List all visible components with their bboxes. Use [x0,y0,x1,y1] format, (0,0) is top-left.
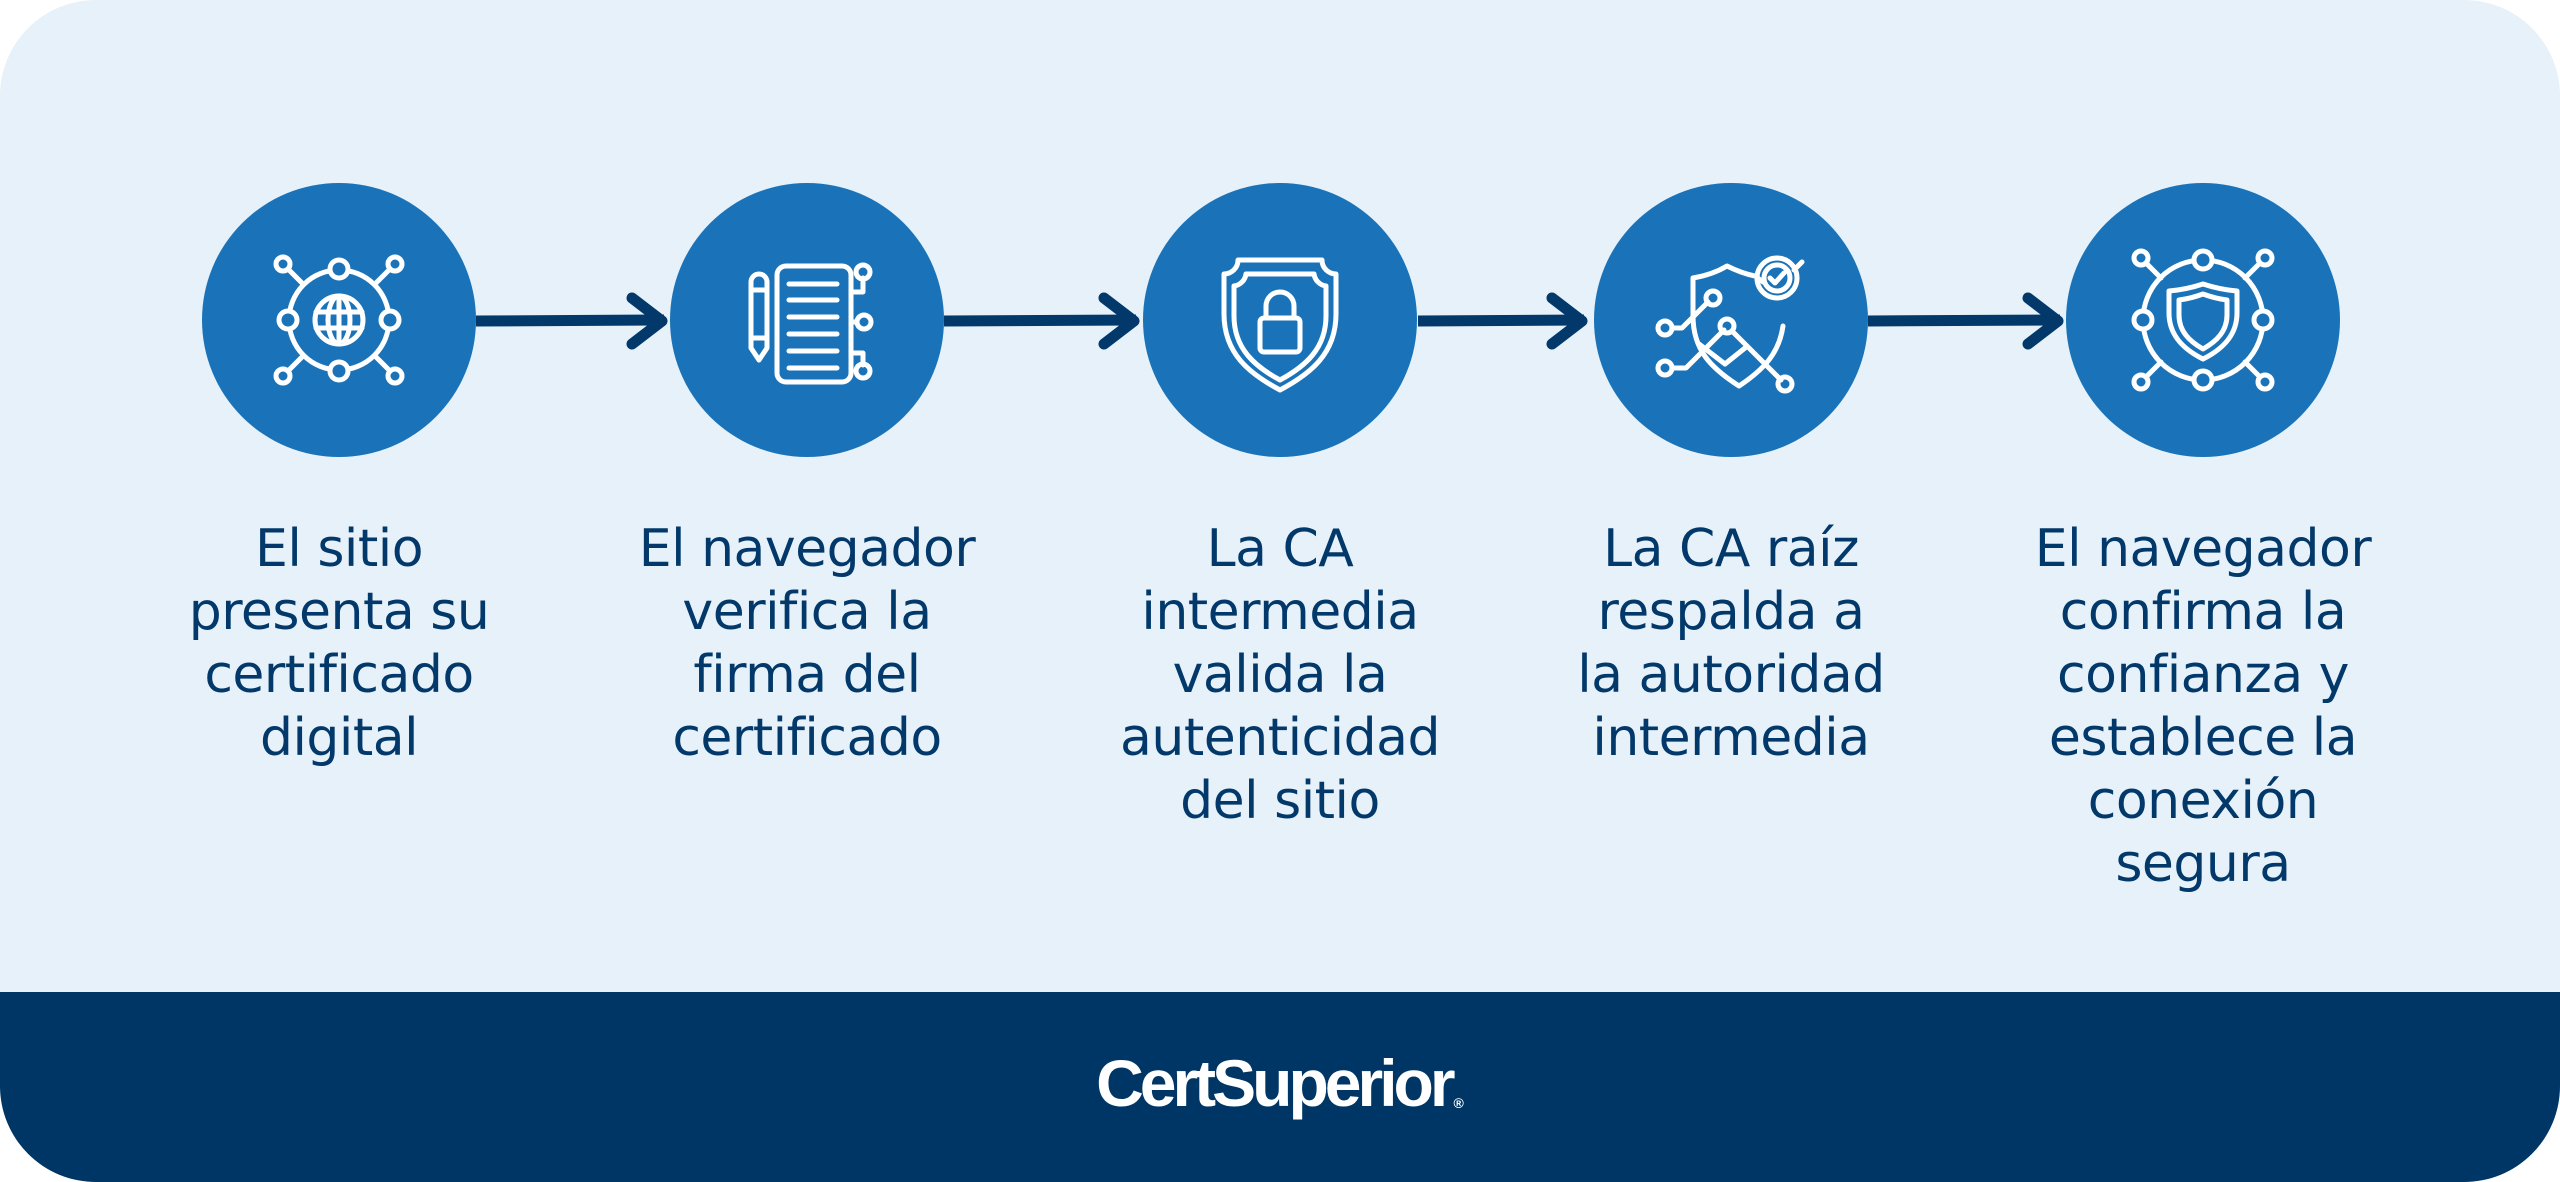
step-5-label-line: segura [2115,834,2291,894]
arrow-3-to-4 [1417,292,1588,351]
shield-lock-icon [1221,257,1339,393]
logo-text: CertSuperior [1096,1046,1455,1120]
step-3-label-line: del sitio [1180,771,1380,831]
globe-network-icon [273,254,405,386]
step-2-label-line: El navegador [638,519,976,579]
step-4-circle [1594,183,1868,457]
step-1-circle [202,183,476,457]
step-1-label-line: digital [259,708,419,768]
arrow-2-to-3 [943,292,1140,351]
step-5-label: El navegador confirma la confianza y est… [2013,518,2393,896]
arrow-right-icon [1867,292,2064,350]
arrow-right-icon [943,292,1140,350]
step-4-label-line: la autoridad [1577,645,1885,705]
step-5-label-line: conexión [2087,771,2319,831]
step-4-label-line: intermedia [1592,708,1870,768]
step-1-label-line: certificado [204,645,474,705]
pencil-document-icon [748,262,874,385]
arrow-4-to-5 [1867,292,2064,351]
arrow-right-icon [475,292,668,350]
certsuperior-logo: CertSuperior® [1096,1045,1464,1121]
shield-check-network-icon [1655,255,1805,394]
step-5-circle [2066,183,2340,457]
step-2-label-line: certificado [672,708,942,768]
step-3-label-line: autenticidad [1120,708,1440,768]
step-1-label-line: El sitio [254,519,424,579]
step-2-label-line: firma del [693,645,921,705]
certificate-chain-flow: El sitio presenta su certificado digital… [149,183,2393,896]
arrow-right-icon [1417,292,1588,350]
step-4-label-line: La CA raíz [1603,519,1859,579]
step-2-label-line: verifica la [682,582,932,642]
step-5-label-line: confirma la [2059,582,2347,642]
step-5-label-line: confianza y [2057,645,2349,705]
step-3-label-line: La CA [1206,519,1354,579]
step-3-label: La CA intermedia valida la autenticidad … [1090,518,1470,833]
step-3-label-line: intermedia [1141,582,1419,642]
step-2-label: El navegador verifica la firma del certi… [617,518,997,770]
step-5-label-line: establece la [2048,708,2358,768]
shield-network-icon [2131,248,2275,392]
registered-mark: ® [1453,1095,1464,1111]
step-3-circle [1143,183,1417,457]
step-4-label: La CA raíz respalda a la autoridad inter… [1541,518,1921,770]
footer-bar: CertSuperior® [0,992,2560,1182]
step-3-label-line: valida la [1172,645,1388,705]
step-4-label-line: respalda a [1597,582,1865,642]
step-2-circle [670,183,944,457]
arrow-1-to-2 [475,292,668,351]
step-1-label-line: presenta su [188,582,490,642]
step-1-label: El sitio presenta su certificado digital [149,518,529,770]
step-5-label-line: El navegador [2034,519,2372,579]
